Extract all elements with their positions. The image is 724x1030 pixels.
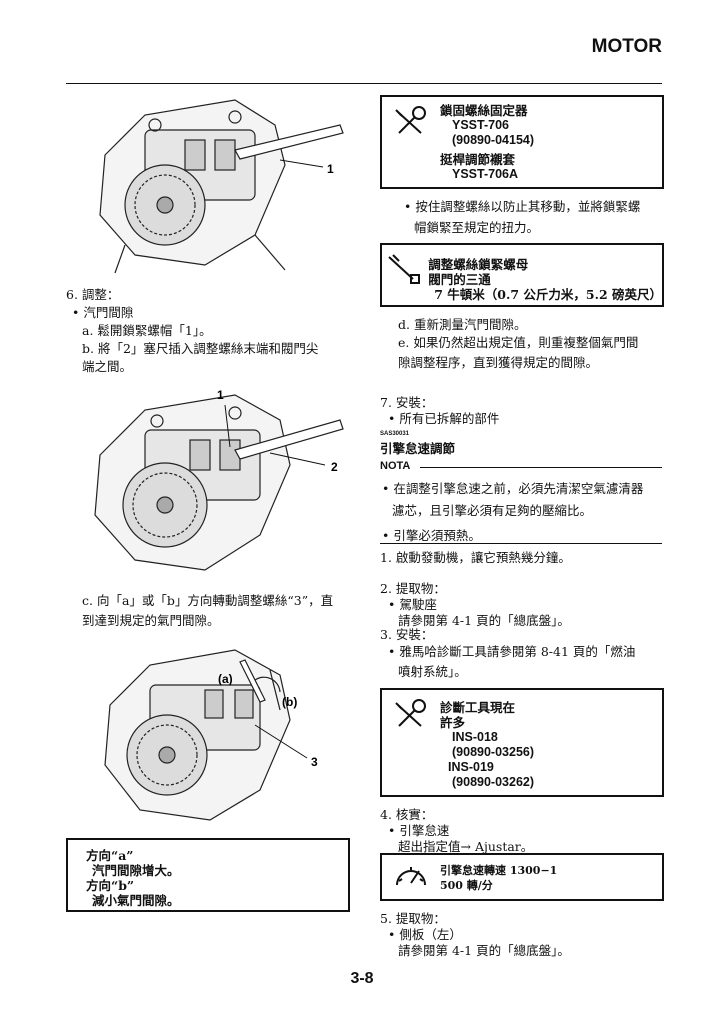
idle-line1: 引擎怠速轉速 1300−1 [440, 864, 558, 877]
idle-step5-title: 5. 提取物： [380, 911, 446, 926]
tool2-line2: 許多 [440, 715, 466, 730]
direction-a-desc: 汽門間隙增大。 [92, 863, 180, 878]
engine-figure-2: 1 2 [85, 385, 350, 580]
step6-bullet: 汽門間隙 [72, 304, 133, 322]
callout-1: 1 [327, 162, 334, 176]
section-header: MOTOR [591, 36, 662, 57]
step6-c-line2: 到達到規定的氣門間隙。 [82, 613, 220, 628]
nota-heading: NOTA [380, 457, 662, 472]
idle-step2-bullet: 駕駛座 [388, 596, 437, 614]
callout-b: (b) [282, 695, 297, 709]
step6-b-line2: 端之間。 [82, 359, 133, 374]
idle-section-title: 引擎怠速調節 [380, 441, 456, 456]
direction-box: 方向“a” 汽門間隙增大。 方向“b” 減小氣門間隙。 [66, 838, 350, 912]
tool-box-1: 鎖固螺絲固定器 YSST-706 (90890-04154) 挺桿調節襯套 YS… [380, 95, 664, 189]
step-d: d. 重新測量汽門間隙。 [398, 317, 527, 332]
callout-1-fig2: 1 [217, 388, 224, 402]
tool1-line5: YSST-706A [452, 167, 519, 181]
idle-step1: 1. 啟動發動機，讓它預熱幾分鐘。 [380, 550, 571, 565]
tool1-line4: 挺桿調節襯套 [440, 152, 516, 167]
tachometer-icon [382, 855, 440, 899]
nota-rule [420, 467, 662, 468]
nota-bullet1-line1: 在調整引擎怠速之前，必須先清潔空氣濾清器 [382, 480, 643, 498]
torque-wrench-icon [382, 245, 428, 305]
tool-box-2: 診斷工具現在 許多 INS-018 (90890-03256) INS-019 … [380, 688, 664, 797]
engine-figure-1: 1 [85, 95, 350, 275]
torque-line1: 調整螺絲鎖緊螺母 [428, 257, 529, 272]
idle-step5-ref: 請參閱第 4-1 頁的「總底盤」。 [398, 943, 570, 958]
tool2-line5: INS-019 [448, 760, 494, 774]
step7-title: 7. 安裝： [380, 395, 434, 410]
direction-b-label: 方向“b” [86, 878, 135, 893]
callout-3: 3 [311, 755, 318, 769]
wrench-icon-2 [382, 690, 440, 795]
idle-speed-box: 引擎怠速轉速 1300−1 500 轉/分 [380, 853, 664, 901]
idle-step3-bullet-line1: 雅馬哈診斷工具請參閱第 8-41 頁的「燃油 [388, 643, 635, 661]
nota-bullet2: 引擎必須預熱。 [382, 527, 481, 545]
nota-label: NOTA [380, 460, 411, 472]
idle-step5-bullet: 側板（左） [388, 926, 462, 944]
tool1-line2: YSST-706 [452, 118, 509, 132]
direction-a-label: 方向“a” [86, 848, 134, 863]
nota-bullet1-line2: 濾芯，且引擎必須有足夠的壓縮比。 [392, 503, 593, 518]
engine-figure-3: (a) (b) 3 [95, 640, 345, 830]
idle-step3-bullet-line2: 噴射系統」。 [398, 664, 467, 679]
tool2-line4: (90890-03256) [452, 745, 535, 759]
callout-a: (a) [218, 672, 233, 686]
tool2-line1: 診斷工具現在 [440, 700, 516, 715]
tool1-line1: 鎖固螺絲固定器 [440, 103, 528, 118]
idle-step2-title: 2. 提取物： [380, 581, 446, 596]
nota-end-rule [380, 543, 662, 544]
step6-a: a. 鬆開鎖緊螺帽「1」。 [82, 323, 212, 338]
step6-title: 6. 調整： [66, 287, 120, 302]
step-e-line2: 隙調整程序，直到獲得規定的間隙。 [398, 355, 599, 370]
step6-b-line1: b. 將「2」塞尺插入調整螺絲末端和閥門尖 [82, 341, 319, 356]
idle-line2: 500 轉/分 [440, 879, 493, 892]
idle-step3-title: 3. 安裝： [380, 627, 434, 642]
step6-c-line1: c. 向「a」或「b」方向轉動調整螺絲“3”，直 [82, 593, 334, 608]
hold-note-line2: 帽鎖緊至規定的扭力。 [414, 220, 540, 235]
torque-line2: 閥門的三通 [428, 272, 491, 287]
wrench-icon [382, 97, 440, 187]
step-e-line1: e. 如果仍然超出規定值，則重複整個氣門間 [398, 335, 639, 350]
idle-step4-sub: 超出指定值→ Ajustar。 [398, 839, 534, 854]
torque-line3: 7 牛頓米（0.7 公斤力米，5.2 磅英尺） [434, 287, 662, 302]
header-rule [66, 83, 662, 84]
page-number: 3-8 [350, 970, 374, 987]
direction-b-desc: 減小氣門間隙。 [92, 893, 180, 908]
callout-2: 2 [331, 460, 338, 474]
hold-note-line1: 按住調整螺絲以防止其移動，並將鎖緊螺 [404, 198, 640, 216]
idle-step2-ref: 請參閱第 4-1 頁的「總底盤」。 [398, 613, 570, 628]
tool2-line6: (90890-03262) [452, 775, 535, 789]
section-code: SAS30031 [380, 431, 410, 437]
tool2-line3: INS-018 [452, 730, 498, 744]
step7-bullet: 所有已拆解的部件 [388, 410, 499, 428]
idle-step4-title: 4. 核實： [380, 807, 434, 822]
idle-step4-bullet: 引擎怠速 [388, 822, 449, 840]
torque-box: 調整螺絲鎖緊螺母 閥門的三通 7 牛頓米（0.7 公斤力米，5.2 磅英尺） [380, 243, 664, 307]
tool1-line3: (90890-04154) [452, 133, 535, 147]
